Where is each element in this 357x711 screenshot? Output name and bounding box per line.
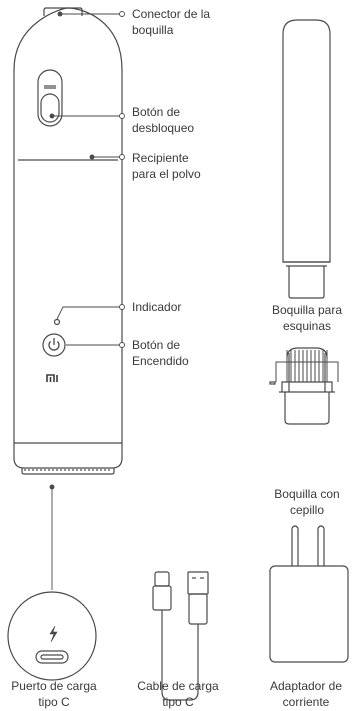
brush-bristles <box>286 350 328 382</box>
lightning-icon <box>49 625 58 643</box>
label-brush-nozzle: Boquilla con cepillo <box>274 487 340 517</box>
label-power-button: Botón de Encendido <box>132 338 189 368</box>
leader-lines-body <box>49 11 125 590</box>
label-release-button: Botón de desbloqueo <box>132 105 195 135</box>
label-corner-nozzle: Boquilla para esquinas <box>271 303 343 333</box>
label-power-adapter: Adaptador de corriente <box>269 679 343 709</box>
charging-base <box>7 591 97 681</box>
label-indicator: Indicador <box>132 300 182 314</box>
usb-cable <box>152 571 209 701</box>
vacuum-body <box>13 7 123 475</box>
label-dust-container: Recipiente para el polvo <box>132 151 201 181</box>
label-charging-cable: Cable de carga tipo C <box>137 679 219 709</box>
label-charging-port: Puerto de carga tipo C <box>11 679 97 709</box>
nozzle-connector <box>43 7 83 16</box>
release-button <box>37 69 63 127</box>
mi-logo <box>46 374 58 382</box>
power-button <box>42 333 66 357</box>
power-icon <box>48 341 60 351</box>
label-nozzle-connector: Conector de la boquilla <box>132 7 211 37</box>
indicator-light <box>53 318 61 326</box>
brush-nozzle <box>269 347 339 425</box>
power-adapter <box>269 525 349 663</box>
corner-nozzle <box>282 19 331 299</box>
